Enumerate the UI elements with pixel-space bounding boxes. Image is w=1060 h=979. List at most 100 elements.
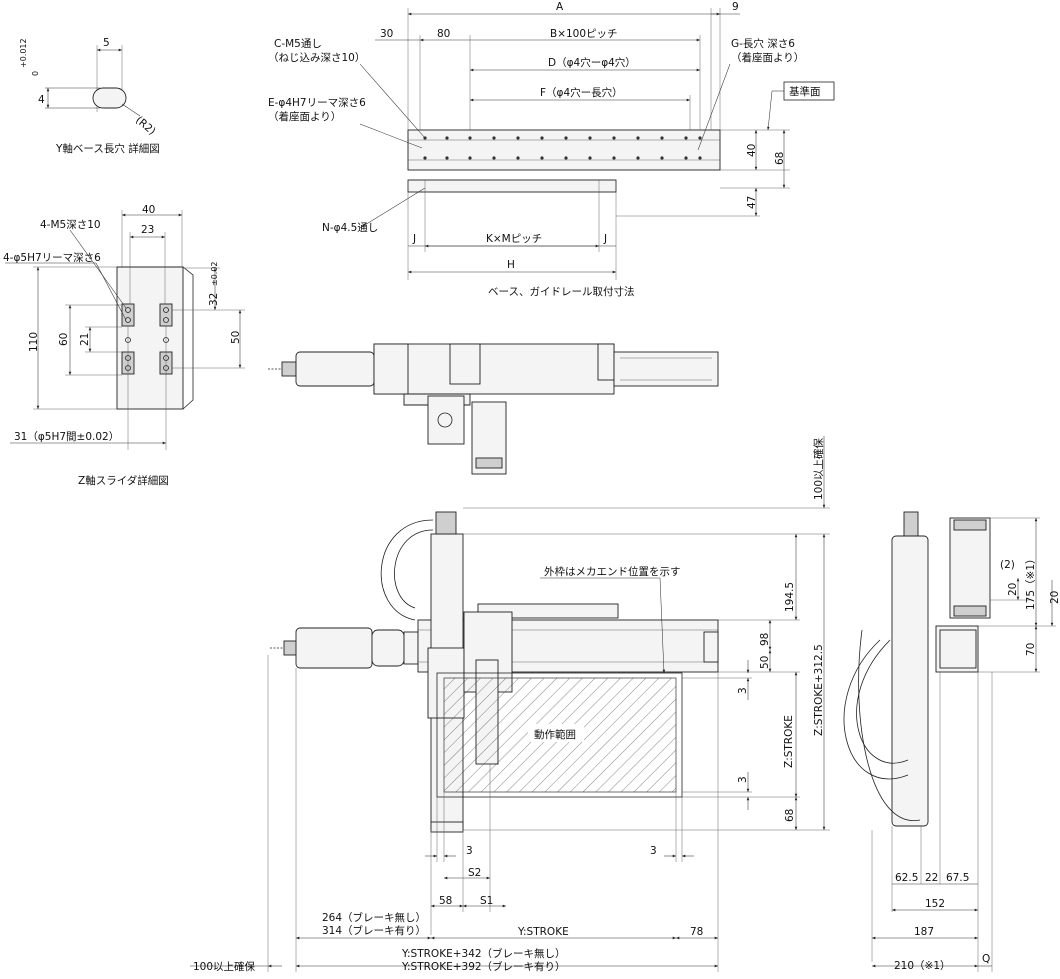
z-w40: 40 xyxy=(142,204,155,216)
mech-end-frame xyxy=(436,672,683,798)
base-caption: ベース、ガイドレール取付寸法 xyxy=(488,285,634,298)
ref-face-label: 基準面 xyxy=(789,85,821,98)
dim-D: D（φ4穴ーφ4穴） xyxy=(548,56,636,69)
dim-9: 9 xyxy=(732,1,739,13)
base-hole-mark xyxy=(684,136,688,140)
dim-F: F（φ4穴ー長穴） xyxy=(540,86,623,99)
clearance-top: 100以上確保 xyxy=(812,437,825,500)
dim-3-top: 3 xyxy=(737,687,749,694)
g-slot-sub: （着座面より） xyxy=(731,51,804,64)
dim-H: H xyxy=(507,259,515,271)
slot-radius: (R2) xyxy=(133,114,158,137)
dim-68: 68 xyxy=(774,152,786,165)
base-view: A 9 30 80 B×100ピッチ D（φ4穴ーφ4穴） F（φ4穴ー長穴） … xyxy=(268,1,835,298)
base-holes xyxy=(423,136,702,160)
side-67-5: 67.5 xyxy=(946,872,969,884)
total-with: Y:STROKE+392（ブレーキ有り） xyxy=(401,960,566,973)
dim-58: 58 xyxy=(439,895,452,907)
base-hole-mark xyxy=(660,156,664,160)
total-none: Y:STROKE+342（ブレーキ無し） xyxy=(401,947,566,960)
side-view: 175（※1） (2) 20 20 70 62.5 22 67.5 152 18… xyxy=(843,511,1060,972)
z-h32-tol: ±0.02 xyxy=(210,261,219,286)
side-175: 175（※1） xyxy=(1025,553,1037,610)
base-hole-mark xyxy=(612,136,616,140)
side-187: 187 xyxy=(914,926,934,938)
base-hole-mark xyxy=(698,156,702,160)
dim-J-right: J xyxy=(603,233,607,245)
base-hole-mark xyxy=(684,156,688,160)
z-slider-detail: 40 23 110 60 21 50 xyxy=(3,204,245,487)
base-hole-mark xyxy=(445,156,449,160)
base-hole-mark xyxy=(612,156,616,160)
dim-80: 80 xyxy=(437,28,450,40)
y-slot-caption: Y軸ベース長穴 詳細図 xyxy=(55,142,160,155)
brake-none-short: 264（ブレーキ無し） xyxy=(322,911,426,924)
dim-40: 40 xyxy=(746,144,758,157)
base-hole-mark xyxy=(492,156,496,160)
dim-47: 47 xyxy=(746,196,758,209)
base-hole-mark xyxy=(636,136,640,140)
slot-shape xyxy=(92,87,127,109)
side-210: 210（※1） xyxy=(894,960,951,972)
z-m5-label: 4-M5深さ10 xyxy=(40,219,101,231)
dim-78: 78 xyxy=(690,926,703,938)
base-hole-mark xyxy=(445,136,449,140)
base-hole-mark xyxy=(564,156,568,160)
c-m5-sub: （ねじ込み深さ10） xyxy=(268,52,365,64)
base-hole-mark xyxy=(516,136,520,140)
dim-S1: S1 xyxy=(480,895,493,907)
base-hole-mark xyxy=(423,156,427,160)
z-w23: 23 xyxy=(141,224,154,236)
guide-rail xyxy=(407,179,617,193)
base-hole-mark xyxy=(468,156,472,160)
c-m5-label: C-M5通し xyxy=(274,38,322,50)
base-hole-mark xyxy=(492,136,496,140)
front-view: 動作範囲 外枠はメカエンド位置を示す 100以上確保 194.5 98 50 3… xyxy=(190,436,830,973)
side-22: 22 xyxy=(925,872,938,884)
side-152: 152 xyxy=(925,898,945,910)
dim-30: 30 xyxy=(380,28,393,40)
dim-68-front: 68 xyxy=(784,809,796,822)
z-total-label: Z:STROKE+312.5 xyxy=(813,644,825,736)
z-bottom-dim: 31（φ5H7間±0.02） xyxy=(14,431,119,443)
range-label: 動作範囲 xyxy=(534,728,576,741)
slot-height-dim: 4 xyxy=(38,94,45,106)
dim-98: 98 xyxy=(759,633,771,646)
base-hole-mark xyxy=(468,136,472,140)
z-h60: 60 xyxy=(58,333,70,346)
base-hole-mark xyxy=(588,156,592,160)
y-stroke-label: Y:STROKE xyxy=(517,926,569,938)
side-Q: Q xyxy=(982,953,990,965)
z-h21: 21 xyxy=(79,333,91,346)
brake-with-short: 314（ブレーキ有り） xyxy=(322,924,426,937)
z-stroke-label: Z:STROKE xyxy=(783,715,795,768)
dim-3-left: 3 xyxy=(466,845,473,857)
base-hole-mark xyxy=(698,136,702,140)
slot-tol-upper: +0.012 xyxy=(19,38,28,68)
n-hole-label: N-φ4.5通し xyxy=(322,222,378,234)
dim-A: A xyxy=(556,1,564,13)
base-hole-mark xyxy=(516,156,520,160)
base-rail xyxy=(407,129,721,171)
base-hole-mark xyxy=(660,136,664,140)
dim-3-right: 3 xyxy=(650,845,657,857)
z-h32: 32 xyxy=(208,293,220,306)
side-70: 70 xyxy=(1025,643,1037,656)
side-20: 20 xyxy=(1007,583,1019,596)
slot-tol-lower: 0 xyxy=(31,71,40,76)
e-pin-label: E-φ4H7リーマ深さ6 xyxy=(268,97,366,109)
e-pin-sub: （着座面より） xyxy=(268,110,341,123)
z-slider-caption: Z軸スライダ詳細図 xyxy=(78,474,169,487)
dim-KM: K×Mピッチ xyxy=(486,233,542,245)
z-pin-label: 4-φ5H7リーマ深さ6 xyxy=(3,252,101,264)
dim-B: B×100ピッチ xyxy=(550,28,618,40)
dim-J-left: J xyxy=(412,233,416,245)
base-hole-mark xyxy=(540,156,544,160)
side-62-5: 62.5 xyxy=(895,872,918,884)
base-hole-mark xyxy=(564,136,568,140)
plan-view xyxy=(268,343,719,475)
clearance-left: 100以上確保 xyxy=(193,960,256,973)
side-2: (2) xyxy=(1000,559,1015,571)
